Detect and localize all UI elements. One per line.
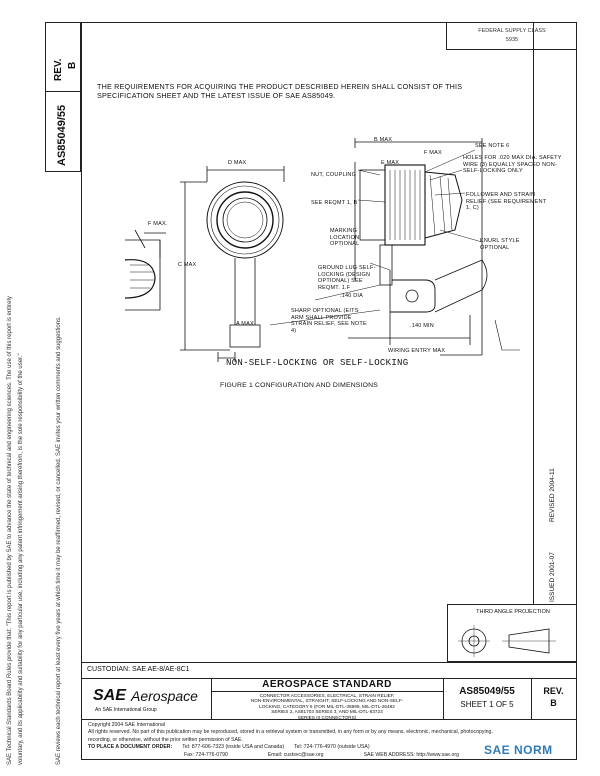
third-angle-symbol (458, 625, 556, 657)
dim-c-max: C MAX (178, 262, 197, 268)
desc-line-5: SERIES III CONNECTORS) (297, 714, 357, 720)
dim-140-dia: .140 DIA (340, 293, 364, 299)
see-note-6: SEE NOTE 6 (475, 143, 510, 149)
fed-line-1: FEDERAL SUPPLY CLASS (478, 28, 546, 34)
doc-number-box: AS85049/55 (45, 92, 81, 172)
standard-title: AEROSPACE STANDARD (211, 679, 443, 692)
tel-outside: Tel: 724-776-4970 (outside USA) (294, 744, 370, 751)
watermark: SAE NORM (484, 743, 553, 757)
dim-f-max-left: F MAX. (148, 221, 168, 227)
rev-label: REV. (53, 58, 64, 81)
fax: Fax: 724-776-0790 (184, 751, 228, 758)
configuration-drawing (124, 138, 520, 362)
dim-d-max: D MAX (228, 160, 247, 166)
notice-line-2: voluntary, and its applicability and sui… (18, 353, 24, 765)
requirements-text: THE REQUIREMENTS FOR ACQUIRING THE PRODU… (97, 82, 463, 100)
web-address[interactable]: SAE WEB ADDRESS: http://www.sae.org (363, 751, 459, 758)
revised-date: REVISED 2004-11 (549, 468, 556, 522)
title-block: SAE Aerospace An SAE International Group… (81, 678, 577, 720)
see-reqmt-1b: SEE REQMT 1, B (311, 200, 358, 206)
dim-e-max: E MAX (381, 160, 400, 166)
doc-number: AS85049/55 (459, 686, 515, 697)
sae-logo: SAE Aerospace An SAE International Group (81, 679, 212, 719)
rights: All rights reserved. No part of this pub… (88, 729, 493, 736)
rev-box: REV. B (45, 22, 81, 92)
third-angle-box: THIRD ANGLE PROJECTION (447, 604, 577, 662)
knurl-style: KNURL STYLE OPTIONAL (480, 238, 520, 251)
doc-number-cell: AS85049/55 SHEET 1 OF 5 (443, 679, 532, 719)
copyright: Copyright 2004 SAE International (88, 722, 165, 728)
footer: Copyright 2004 SAE International All rig… (88, 722, 568, 759)
desc-line-3: LOCKING, CATEGORY 6 (FOR MIL-DTL-38999, … (259, 703, 395, 709)
desc-line-2: NON-ENVIRONMENTAL, STRAIGHT, SELF-LOCKIN… (250, 698, 404, 704)
sheet-number: SHEET 1 OF 5 (460, 700, 514, 709)
config-label: NON-SELF-LOCKING OR SELF-LOCKING (226, 358, 409, 368)
sheet-frame (81, 22, 577, 760)
wiring-entry-max: WIRING ENTRY MAX (388, 348, 446, 354)
issue-column: ISSUED 2001-07 REVISED 2004-11 (533, 22, 577, 604)
notice-line-1: SAE Technical Standards Board Rules prov… (7, 296, 13, 765)
logo-subtitle: An SAE International Group (95, 707, 157, 713)
sharp-optional-note: SHARP OPTIONAL (EITS ARM SHALL PROVIDE S… (291, 308, 367, 334)
marking-location: MARKING LOCATION OPTIONAL (330, 228, 360, 247)
logo-aerospace: Aerospace (131, 688, 198, 704)
fed-line-2: 5935 (505, 37, 519, 43)
dim-b-max: B MAX (374, 137, 393, 143)
tel-usa: Tel: 877-606-7323 (inside USA and Canada… (182, 744, 285, 751)
third-angle-label: THIRD ANGLE PROJECTION (476, 609, 550, 615)
dim-f-max-top: F MAX (424, 150, 442, 156)
title-description: AEROSPACE STANDARD CONNECTOR ACCESSORIES… (211, 679, 444, 720)
issued-date: ISSUED 2001-07 (549, 552, 556, 602)
order-label: TO PLACE A DOCUMENT ORDER: (88, 744, 173, 751)
rev-cell: REV. B (531, 679, 576, 719)
desc-line-1: CONNECTOR ACCESSORIES, ELECTRICAL, STRAI… (259, 693, 395, 698)
holes-note: HOLES FOR .020 MAX DIA. SAFETY WIRE (3) … (463, 155, 562, 174)
custodian-row: CUSTODIAN: SAE AE-8/AE-8C1 (81, 662, 577, 678)
rev-value: B (67, 61, 78, 69)
rights-2: recording, or otherwise, without the pri… (88, 736, 243, 743)
dim-140-min: .140 MIN (410, 323, 434, 329)
custodian: CUSTODIAN: SAE AE-8/AE-8C1 (87, 666, 190, 673)
desc-line-4: SERIES 2, AS81703 SERIES 3, AND MIL-DTL-… (271, 709, 383, 715)
federal-supply-class: FEDERAL SUPPLY CLASS 5935 (446, 22, 577, 50)
dim-a-max: A MAX (236, 321, 254, 327)
follower-strain-relief: FOLLOWER AND STRAIN RELIEF (SEE REQUIREM… (466, 192, 547, 211)
nut-coupling: NUT, COUPLING (311, 172, 357, 178)
figure-caption: FIGURE 1 CONFIGURATION AND DIMENSIONS (220, 382, 378, 389)
rev-cell-value: B (550, 698, 557, 708)
notice-line-3: SAE reviews each technical report at lea… (56, 316, 62, 765)
email: Email: custsvc@sae.org (267, 751, 324, 758)
ground-lug: GROUND LUG SELF-LOCKING (DESIGN OPTIONAL… (318, 265, 376, 291)
doc-number-side: AS85049/55 (56, 104, 68, 166)
logo-sae: SAE (93, 687, 126, 704)
rev-cell-label: REV. (543, 686, 564, 696)
